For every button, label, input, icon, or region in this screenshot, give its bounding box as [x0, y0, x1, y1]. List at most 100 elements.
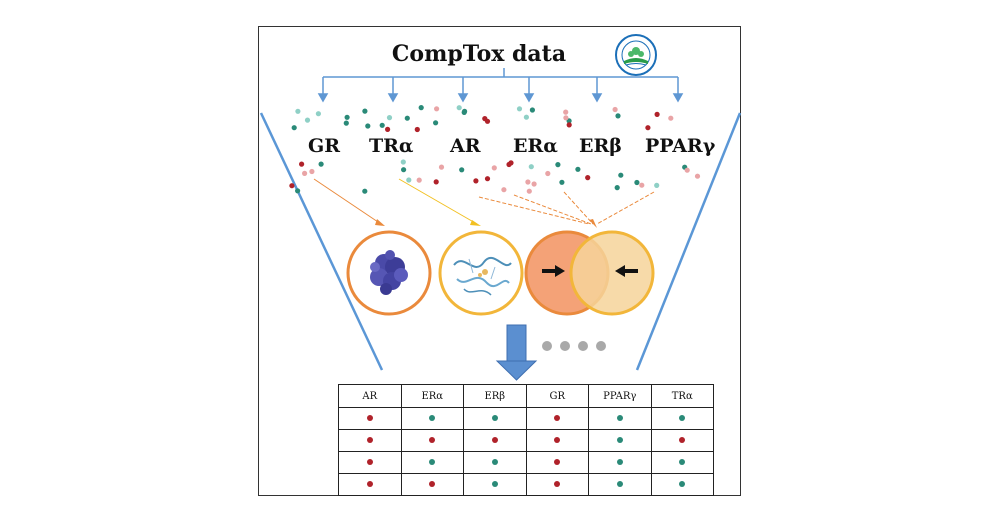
column-header: TRα — [650, 384, 714, 408]
data-point-dot — [379, 122, 385, 128]
table-cell — [650, 451, 714, 474]
data-point-scatter — [289, 105, 701, 194]
diagram-title: CompTox data — [391, 41, 567, 67]
data-point-dot — [614, 185, 620, 191]
table-cell — [588, 429, 652, 452]
teal-dot — [429, 415, 436, 421]
teal-dot — [616, 481, 623, 487]
data-point-dot — [575, 166, 581, 172]
red-dot — [554, 459, 561, 465]
table-cell — [338, 429, 402, 452]
data-point-dot — [404, 115, 410, 121]
docking-overlap-icon — [524, 230, 655, 316]
data-point-dot — [482, 116, 488, 122]
data-point-dot — [491, 165, 497, 171]
teal-dot — [616, 459, 623, 465]
data-point-dot — [523, 114, 529, 120]
data-point-dot — [362, 108, 368, 114]
column-header: AR — [338, 384, 402, 408]
figure-frame: CompTox data GR TRα AR ERα ERβ PPARγ AR … — [258, 26, 742, 496]
data-point-dot — [343, 120, 349, 126]
data-point-dot — [684, 167, 690, 173]
data-point-dot — [654, 111, 660, 117]
table-cell — [525, 473, 589, 496]
funnel-right-line — [635, 112, 742, 371]
data-point-dot — [484, 176, 491, 182]
red-dot — [366, 481, 373, 487]
table-cell — [400, 429, 464, 452]
table-cell — [650, 407, 714, 430]
result-table: AR ERα ERβ GR PPARγ TRα — [338, 384, 714, 496]
data-point-dot — [639, 182, 645, 188]
data-point-dot — [461, 109, 467, 115]
table-cell — [588, 451, 652, 474]
data-point-dot — [473, 178, 479, 184]
data-point-dot — [414, 126, 420, 133]
table-cell — [525, 407, 589, 430]
data-point-dot — [559, 179, 565, 185]
red-dot — [429, 437, 436, 443]
funnel-left-line — [259, 112, 384, 371]
data-point-dot — [344, 114, 350, 120]
data-point-dot — [516, 106, 523, 112]
table-cell — [400, 473, 464, 496]
data-point-dot — [362, 188, 368, 194]
distribution-bracket — [317, 68, 684, 103]
teal-dot — [491, 459, 498, 465]
table-cell — [463, 451, 527, 474]
teal-dot — [679, 415, 686, 421]
data-point-dot — [433, 120, 439, 126]
receptor-label-tra: TRα — [369, 135, 414, 157]
table-cell — [463, 429, 527, 452]
data-point-dot — [291, 125, 297, 131]
data-point-dot — [501, 187, 507, 193]
table-cell — [650, 429, 714, 452]
teal-dot — [616, 415, 623, 421]
data-point-dot — [295, 188, 301, 194]
data-point-dot — [645, 125, 651, 131]
red-dot — [554, 415, 561, 421]
data-point-dot — [566, 122, 572, 128]
data-point-dot — [528, 164, 534, 170]
data-point-dot — [525, 179, 531, 185]
data-point-dot — [566, 118, 572, 124]
data-point-dot — [545, 170, 551, 177]
data-point-dot — [618, 172, 624, 178]
data-point-dot — [585, 175, 591, 181]
data-point-dot — [456, 105, 462, 111]
down-arrow-icon — [495, 324, 538, 381]
red-dot — [366, 459, 373, 465]
data-point-dot — [302, 170, 308, 176]
table-row — [338, 407, 714, 430]
data-point-dot — [612, 106, 618, 113]
data-point-dot — [526, 188, 532, 194]
teal-dot — [679, 481, 686, 487]
table-row — [338, 451, 714, 474]
table-cell — [400, 407, 464, 430]
red-dot — [366, 415, 373, 421]
data-point-dot — [406, 177, 412, 183]
data-point-dot — [438, 164, 445, 170]
arrow-left-icon — [615, 265, 638, 277]
data-point-dot — [531, 181, 537, 187]
receptor-label-era: ERα — [513, 135, 558, 157]
data-point-dot — [694, 173, 701, 179]
data-point-dot — [634, 179, 640, 186]
column-header: ERα — [400, 384, 464, 408]
table-row — [338, 473, 714, 496]
ribbon-structure-icon — [438, 230, 524, 316]
table-cell — [338, 451, 402, 474]
teal-dot — [491, 481, 498, 487]
table-cell — [400, 451, 464, 474]
table-cell — [463, 473, 527, 496]
table-cell — [588, 407, 652, 430]
data-point-dot — [418, 105, 424, 111]
data-point-dot — [315, 111, 321, 117]
data-point-dot — [386, 115, 393, 121]
receptor-label-ar: AR — [450, 135, 481, 157]
data-point-dot — [563, 109, 569, 115]
teal-dot — [679, 459, 686, 465]
receptor-label-gr: GR — [308, 135, 341, 157]
red-dot — [429, 481, 436, 487]
red-dot — [366, 437, 373, 443]
